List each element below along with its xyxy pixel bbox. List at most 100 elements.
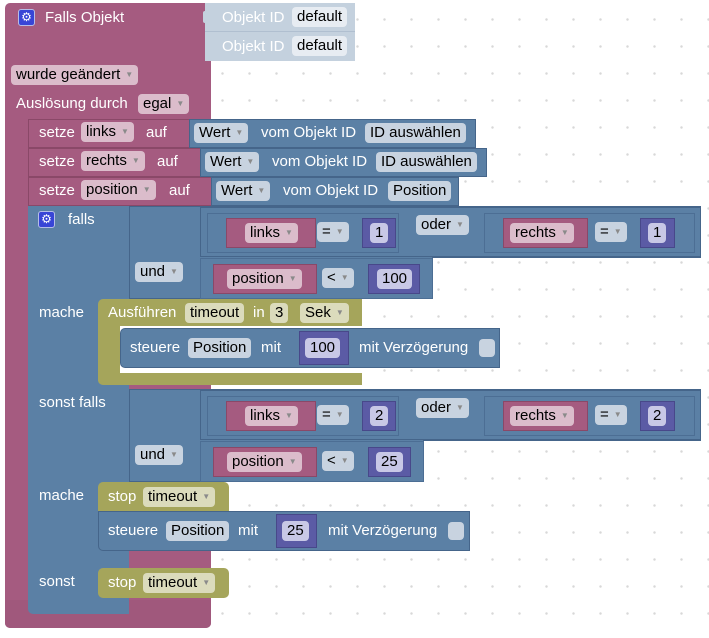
dropdown-arrow-icon: ▼ — [560, 228, 569, 237]
control-keyword: steuere — [108, 522, 159, 539]
dropdown-arrow-icon: ▼ — [202, 492, 211, 501]
dropdown-arrow-icon: ▼ — [340, 456, 349, 465]
number-field[interactable]: 2 — [370, 406, 389, 426]
to-label: auf — [146, 124, 167, 141]
operator-dropdown[interactable]: <▼ — [322, 451, 354, 471]
to-label: auf — [157, 153, 178, 170]
dropdown-arrow-icon: ▼ — [335, 227, 344, 236]
of-object-label: vom Objekt ID — [261, 124, 357, 141]
unit-dropdown-label: Sek — [305, 304, 331, 321]
stop-timeout-dropdown[interactable]: timeout ▼ — [143, 573, 216, 593]
delay-checkbox[interactable] — [448, 522, 464, 540]
delay-checkbox[interactable] — [479, 339, 495, 357]
operator-dropdown-label: = — [322, 406, 331, 423]
attribute-dropdown[interactable]: Wert▼ — [205, 152, 260, 172]
object-id-field[interactable]: ID auswählen — [365, 123, 466, 143]
stop-label: stop — [108, 574, 137, 591]
dropdown-arrow-icon: ▼ — [170, 450, 178, 459]
of-object-label: vom Objekt ID — [272, 153, 368, 170]
number-field[interactable]: 25 — [282, 521, 309, 541]
stop-timeout-dropdown-label: timeout — [148, 574, 198, 591]
dropdown-arrow-icon: ▼ — [285, 228, 293, 237]
gear-icon[interactable]: ⚙ — [18, 9, 35, 26]
control-keyword: steuere — [130, 339, 181, 356]
attribute-dropdown[interactable]: Wert▼ — [216, 181, 271, 201]
variable-dropdown[interactable]: links ▼ — [245, 406, 298, 426]
or-dropdown-label: oder — [421, 399, 452, 416]
number-field[interactable]: 1 — [648, 223, 667, 243]
variable-dropdown-label: position — [86, 181, 138, 198]
operator-dropdown[interactable]: =▼ — [317, 222, 349, 242]
object-id-field[interactable]: ID auswählen — [376, 152, 477, 172]
delay-label: mit Verzögerung — [328, 522, 438, 539]
trigger-by-dropdown-label: egal — [143, 95, 172, 112]
variable-dropdown-label: links — [86, 123, 117, 140]
variable-dropdown[interactable]: position▼ — [227, 269, 302, 289]
control-object-field[interactable]: Position — [188, 338, 252, 358]
condition-dropdown-label: wurde geändert — [16, 66, 121, 83]
number-field[interactable]: 100 — [377, 269, 413, 289]
compare-wrapper — [484, 396, 695, 436]
operator-dropdown-label: = — [600, 223, 609, 240]
operator-dropdown-label: = — [600, 406, 609, 423]
number-field[interactable]: 100 — [305, 338, 341, 358]
operator-dropdown[interactable]: <▼ — [322, 268, 354, 288]
object-id-label: Objekt ID — [222, 38, 285, 55]
timeout-label: Ausführen — [108, 304, 177, 321]
operator-dropdown-label: < — [327, 269, 336, 286]
variable-dropdown-label: position — [232, 270, 284, 287]
dropdown-arrow-icon: ▼ — [202, 578, 211, 587]
dropdown-arrow-icon: ▼ — [176, 99, 185, 108]
compare-wrapper — [484, 213, 695, 253]
dropdown-arrow-icon: ▼ — [335, 410, 344, 419]
or-dropdown[interactable]: oder▼ — [416, 398, 469, 418]
object-id-value[interactable]: default — [292, 7, 348, 27]
trigger-by-dropdown[interactable]: egal ▼ — [138, 94, 190, 114]
unit-dropdown[interactable]: Sek▼ — [300, 303, 349, 323]
variable-dropdown-label: rechts — [515, 407, 556, 424]
dropdown-arrow-icon: ▼ — [285, 411, 293, 420]
variable-dropdown-label: rechts — [515, 224, 556, 241]
with-label: mit — [261, 339, 281, 356]
variable-dropdown[interactable]: rechts ▼ — [510, 223, 574, 243]
stop-timeout-dropdown[interactable]: timeout ▼ — [143, 487, 216, 507]
of-object-label: vom Objekt ID — [283, 182, 379, 199]
object-id-label: Objekt ID — [222, 9, 285, 26]
dropdown-arrow-icon: ▼ — [246, 157, 255, 166]
timeout-name-field[interactable]: timeout — [185, 303, 245, 323]
stop-timeout-dropdown-label: timeout — [148, 488, 198, 505]
variable-dropdown[interactable]: rechts▼ — [510, 406, 574, 426]
variable-dropdown[interactable]: links ▼ — [81, 122, 134, 142]
compare-wrapper — [207, 396, 399, 436]
number-field[interactable]: 2 — [648, 406, 667, 426]
variable-dropdown[interactable]: rechts▼ — [81, 151, 145, 171]
or-dropdown[interactable]: oder▼ — [416, 215, 469, 235]
dropdown-arrow-icon: ▼ — [121, 127, 129, 136]
object-id-field[interactable]: Position — [388, 181, 452, 201]
trigger-title: Falls Objekt — [45, 9, 125, 26]
variable-dropdown[interactable]: links ▼ — [245, 223, 298, 243]
operator-dropdown[interactable]: =▼ — [595, 405, 627, 425]
delay-field[interactable]: 3 — [270, 303, 289, 323]
variable-dropdown-label: links — [250, 224, 281, 241]
variable-dropdown[interactable]: position▼ — [81, 180, 156, 200]
operator-dropdown-label: = — [322, 223, 331, 240]
dropdown-arrow-icon: ▼ — [235, 128, 244, 137]
attribute-dropdown[interactable]: Wert▼ — [194, 123, 249, 143]
gear-icon[interactable]: ⚙ — [38, 211, 55, 228]
number-field[interactable]: 1 — [370, 223, 389, 243]
and-dropdown[interactable]: und▼ — [135, 262, 183, 282]
dropdown-arrow-icon: ▼ — [125, 70, 134, 79]
variable-dropdown-label: links — [250, 407, 281, 424]
variable-dropdown[interactable]: position▼ — [227, 452, 302, 472]
number-field[interactable]: 25 — [376, 452, 403, 472]
dropdown-arrow-icon: ▼ — [170, 267, 178, 276]
control-object-field[interactable]: Position — [166, 521, 230, 541]
condition-dropdown[interactable]: wurde geändert ▼ — [11, 65, 139, 85]
object-id-value[interactable]: default — [292, 36, 348, 56]
operator-dropdown[interactable]: =▼ — [317, 405, 349, 425]
dropdown-arrow-icon: ▼ — [613, 227, 622, 236]
and-dropdown[interactable]: und▼ — [135, 445, 183, 465]
operator-dropdown[interactable]: =▼ — [595, 222, 627, 242]
set-keyword: setze — [39, 153, 75, 170]
